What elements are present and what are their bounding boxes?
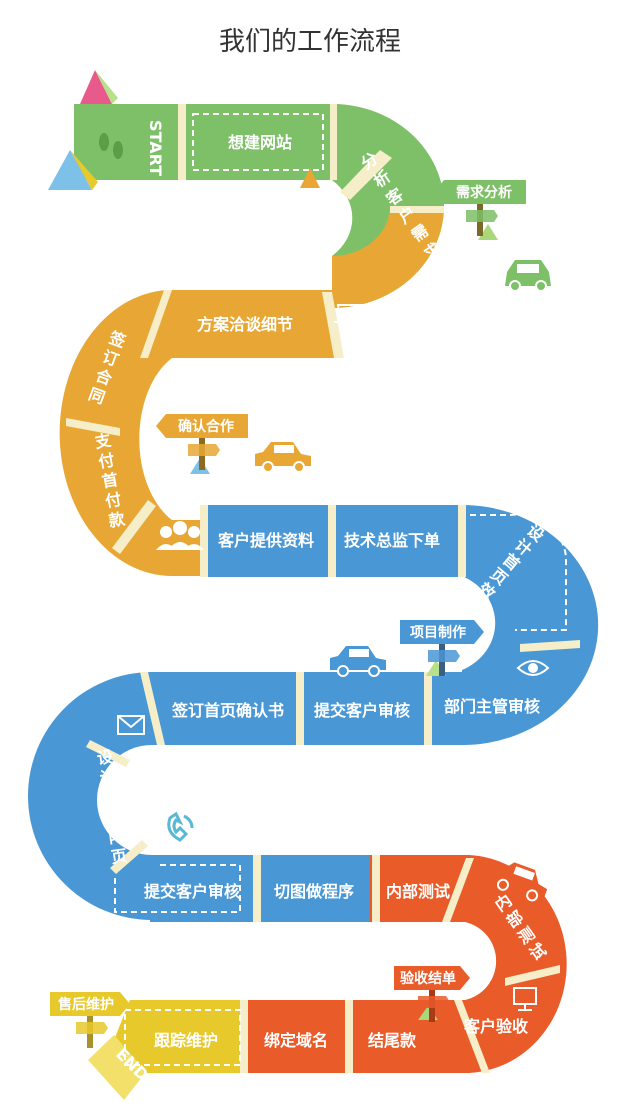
yellow-road-segment: [88, 1000, 248, 1100]
sign-label-g4: 验收结单: [400, 970, 456, 987]
stage-labels: 想建网站 START 方案洽谈细节 客户提供资料 技术总监下单 部门主管审核 提…: [112, 120, 540, 1084]
stage-s4: 签订合同: [85, 328, 129, 408]
dashed-highlights: [114, 113, 568, 1066]
envelope-icon: [117, 715, 145, 735]
signpost-icon: 验收结单: [394, 966, 470, 1022]
stage-s5: 支付首付款: [92, 430, 127, 531]
car-icon: [255, 442, 311, 473]
blue-road-segment: [28, 505, 599, 922]
coffee-cup-icon: [334, 304, 367, 323]
car-icon: [330, 646, 386, 677]
stage-s7: 技术总监下单: [344, 531, 440, 550]
stage-s1: 想建网站: [227, 133, 292, 152]
people-group-icon: [156, 521, 204, 550]
stage-s13: 提交客户审核: [144, 882, 240, 901]
stage-s19: 绑定域名: [264, 1031, 328, 1050]
stage-s17: 客户验收: [464, 1017, 528, 1036]
stage-s11: 签订首页确认书: [171, 701, 284, 720]
stage-s10: 提交客户审核: [314, 701, 410, 720]
stage-s14: 切图做程序: [274, 882, 354, 901]
page-title: 我们的工作流程: [219, 27, 401, 57]
car-icon: [491, 862, 548, 902]
stage-s15: 内部测试: [386, 882, 450, 901]
footprints-icon: [99, 133, 123, 159]
sign-label-g1: 需求分析: [456, 184, 512, 201]
monitor-icon: [513, 987, 537, 1011]
stage-s18: 结尾款: [367, 1031, 417, 1050]
stage-s12: 设计师出内页: [96, 747, 129, 867]
stage-s6: 客户提供资料: [218, 531, 314, 550]
road-dividers: [66, 104, 580, 1073]
signpost-icon: 确认合作: [156, 414, 248, 470]
green-road-segment: [74, 104, 444, 308]
sign-label-g3: 项目制作: [410, 624, 466, 641]
signpost-icon: 项目制作: [400, 620, 484, 676]
signpost-icon: 售后维护: [50, 992, 130, 1048]
stage-s20: 跟踪维护: [154, 1031, 218, 1050]
sign-label-g5: 售后维护: [57, 996, 114, 1013]
car-icon: [505, 260, 551, 292]
signpost-icon: 需求分析: [434, 180, 526, 236]
stage-s3: 方案洽谈细节: [197, 315, 293, 334]
phone-icon: [167, 811, 194, 842]
start-label: START: [146, 120, 165, 176]
eye-icon: [516, 660, 550, 676]
sign-label-g2: 确认合作: [178, 418, 234, 435]
stage-s9: 部门主管审核: [444, 697, 540, 716]
